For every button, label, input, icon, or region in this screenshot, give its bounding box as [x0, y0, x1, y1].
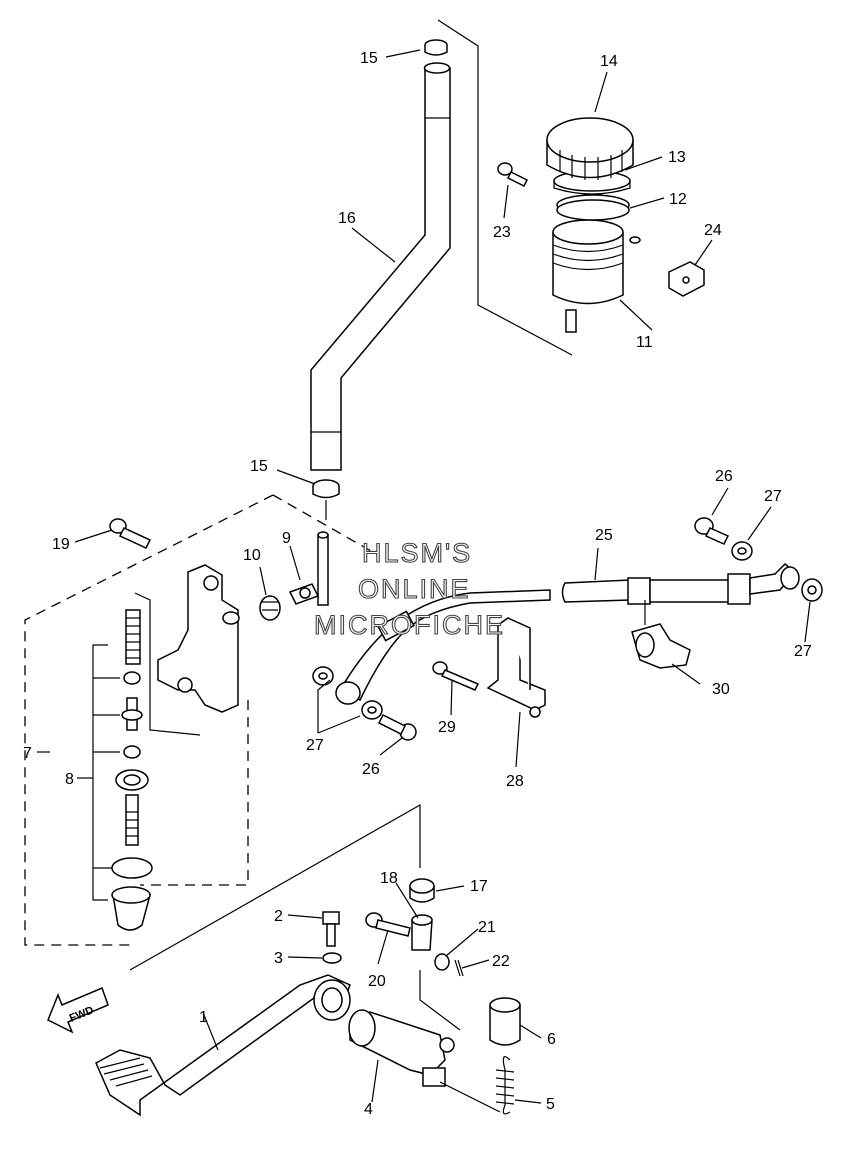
- callout-15-lower: 15: [250, 458, 268, 475]
- callout-7: 7: [23, 745, 32, 762]
- reservoir-cap: [546, 117, 634, 180]
- watermark-line-3: MICROFICHE: [314, 610, 505, 640]
- brake-shaft: [348, 1009, 455, 1087]
- bracket-bolt: [432, 661, 480, 691]
- callout-14: 14: [600, 53, 618, 70]
- pedal-bolt: [322, 911, 340, 947]
- callout-13: 13: [668, 149, 686, 166]
- callout-27-upper: 27: [764, 488, 782, 505]
- reservoir-bracket-clip: [668, 261, 705, 297]
- copper-washer-left: [312, 666, 334, 686]
- callout-22: 22: [492, 953, 510, 970]
- hose-holder: [631, 600, 691, 669]
- callout-6: 6: [547, 1031, 556, 1048]
- reservoir-diaphragm-plate: [556, 194, 630, 221]
- callout-18: 18: [380, 870, 398, 887]
- callout-27-lower: 27: [306, 737, 324, 754]
- callout-4: 4: [364, 1101, 373, 1118]
- callout-23: 23: [493, 224, 511, 241]
- callout-8: 8: [65, 771, 74, 788]
- watermark-line-2: ONLINE: [358, 574, 471, 604]
- secondary-cup: [123, 745, 141, 759]
- forward-direction-arrow: FWD: [47, 986, 109, 1034]
- copper-washer-upper: [731, 541, 753, 561]
- union-bolt-lower: [377, 713, 417, 741]
- callout-25: 25: [595, 527, 613, 544]
- rod-end-pin: [365, 912, 411, 937]
- hose-clamp-lower: [312, 479, 340, 520]
- push-rod: [125, 794, 139, 846]
- circlip: [111, 857, 153, 879]
- watermark-line-1: HLSM'S: [362, 538, 472, 568]
- callout-15-top: 15: [360, 50, 378, 67]
- brake-fluid-reservoir: [552, 219, 641, 333]
- callout-24: 24: [704, 222, 722, 239]
- reservoir-hose: [310, 62, 451, 471]
- rod-end-washer: [434, 953, 450, 971]
- watermark: HLSM'S ONLINE MICROFICHE: [313, 537, 505, 640]
- callout-2: 2: [274, 908, 283, 925]
- rod-end-joint: [411, 914, 433, 951]
- hose-bracket: [486, 617, 546, 718]
- callout-11: 11: [636, 334, 653, 351]
- dust-boot: [111, 886, 151, 931]
- hose-joint-spring: [259, 595, 281, 621]
- callout-16: 16: [338, 210, 356, 227]
- callout-10: 10: [243, 547, 261, 564]
- master-cylinder-body: [157, 564, 240, 713]
- master-cylinder-spring: [125, 609, 141, 665]
- hose-joint: [288, 531, 329, 606]
- callout-labels: 15 14 13 12 23 24 16 11 15 26 27 25 19 1…: [23, 50, 812, 1118]
- cotter-pin: [454, 959, 464, 977]
- callout-9: 9: [282, 530, 291, 547]
- leader-lines: [37, 49, 811, 1113]
- group-8-bracket: [92, 592, 201, 901]
- callout-30: 30: [712, 681, 730, 698]
- copper-washer-right-lower: [361, 700, 383, 720]
- callout-12: 12: [669, 191, 687, 208]
- pedal-washer: [322, 952, 342, 964]
- pedal-collar: [489, 997, 521, 1046]
- callout-26-upper: 26: [715, 468, 733, 485]
- callout-5: 5: [546, 1096, 555, 1113]
- reservoir-bolt: [497, 162, 529, 188]
- hose-clamp-top: [424, 39, 448, 56]
- callout-1: 1: [199, 1009, 208, 1026]
- callout-27-right: 27: [794, 643, 812, 660]
- pedal-group-bracket: [129, 803, 461, 1031]
- brake-hose: [335, 562, 800, 705]
- callout-21: 21: [478, 919, 496, 936]
- callout-28: 28: [506, 773, 524, 790]
- master-cylinder-group-outline: [24, 494, 379, 946]
- callout-19: 19: [52, 536, 70, 553]
- piston-cup: [123, 671, 141, 685]
- reservoir-group-bracket: [437, 19, 573, 356]
- brake-pedal: [95, 974, 351, 1117]
- callout-3: 3: [274, 950, 283, 967]
- copper-washer-right: [801, 578, 823, 602]
- callout-26-lower: 26: [362, 761, 380, 778]
- master-cylinder-bolt: [109, 518, 152, 549]
- callout-20: 20: [368, 973, 386, 990]
- push-rod-washer: [115, 769, 149, 791]
- rod-end-nut: [409, 878, 435, 903]
- callout-17: 17: [470, 878, 488, 895]
- callout-29: 29: [438, 719, 456, 736]
- union-bolt-upper: [694, 517, 730, 545]
- return-spring: [495, 1056, 515, 1115]
- piston: [121, 697, 143, 731]
